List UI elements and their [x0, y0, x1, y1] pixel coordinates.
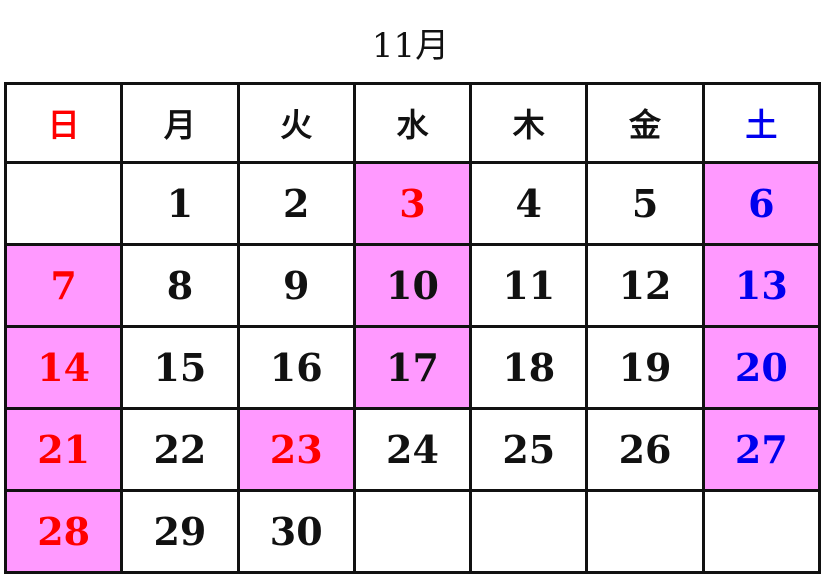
day-number: 12 [618, 263, 672, 308]
calendar-title: 11月 [371, 26, 450, 66]
week-row: 14 15 16 17 18 19 20 [3, 325, 821, 410]
day-number: 27 [734, 427, 788, 472]
day-number: 13 [734, 263, 788, 308]
day-number: 14 [37, 345, 91, 390]
day-cell: 19 [585, 325, 705, 410]
day-number: 22 [153, 427, 207, 472]
week-row: 7 8 9 10 11 12 13 [3, 243, 821, 328]
weekday-label: 木 [512, 106, 545, 144]
day-cell: 18 [469, 325, 589, 410]
day-cell: 22 [120, 407, 240, 492]
day-cell: 21 [3, 407, 124, 492]
day-cell: 2 [236, 161, 356, 246]
day-number: 5 [631, 181, 659, 226]
day-number: 16 [269, 345, 323, 390]
day-number: 1 [166, 181, 194, 226]
day-cell: 27 [701, 407, 821, 492]
day-cell: 8 [120, 243, 240, 328]
day-cell: 15 [120, 325, 240, 410]
day-cell: 13 [701, 243, 821, 328]
empty-day-cell [3, 161, 124, 246]
week-row: 21 22 23 24 25 26 27 [3, 407, 821, 492]
weekday-label: 月 [163, 106, 196, 144]
weekday-label: 土 [745, 106, 778, 144]
weekday-header-cell: 火 [236, 82, 356, 164]
weekday-header-cell: 土 [701, 82, 821, 164]
day-number: 18 [502, 345, 556, 390]
day-number: 25 [502, 427, 556, 472]
weekday-label: 日 [47, 106, 80, 144]
day-cell: 16 [236, 325, 356, 410]
day-cell: 3 [352, 161, 473, 246]
weekday-header-cell: 木 [469, 82, 589, 164]
week-row: 1 2 3 4 5 6 [3, 161, 821, 246]
weekday-header-cell: 月 [120, 82, 240, 164]
empty-day-cell [352, 489, 473, 574]
day-cell: 10 [352, 243, 473, 328]
day-number: 6 [748, 181, 775, 226]
day-cell: 30 [236, 489, 356, 574]
day-cell: 5 [585, 161, 705, 246]
day-number: 23 [269, 427, 323, 472]
day-cell: 28 [3, 489, 124, 574]
day-number: 28 [37, 509, 91, 554]
day-number: 15 [153, 345, 207, 390]
day-cell: 1 [120, 161, 240, 246]
day-cell: 7 [3, 243, 124, 328]
day-cell: 12 [585, 243, 705, 328]
day-number: 30 [269, 509, 323, 554]
weekday-header-cell: 金 [585, 82, 705, 164]
day-number: 4 [515, 181, 542, 226]
day-number: 20 [734, 345, 788, 390]
day-number: 3 [399, 181, 426, 226]
week-row: 28 29 30 [3, 489, 821, 574]
day-number: 17 [386, 345, 439, 390]
empty-day-cell [701, 489, 821, 574]
day-cell: 23 [236, 407, 356, 492]
day-cell: 26 [585, 407, 705, 492]
weekday-label: 火 [280, 106, 313, 144]
day-number: 9 [282, 263, 310, 308]
day-number: 11 [502, 263, 556, 308]
day-number: 26 [618, 427, 672, 472]
day-cell: 9 [236, 243, 356, 328]
day-cell: 20 [701, 325, 821, 410]
day-cell: 17 [352, 325, 473, 410]
day-number: 21 [37, 427, 91, 472]
weekday-header-cell: 水 [352, 82, 473, 164]
day-number: 8 [166, 263, 194, 308]
day-number: 19 [618, 345, 672, 390]
day-number: 29 [153, 509, 207, 554]
weekday-label: 金 [629, 106, 662, 144]
day-number: 2 [282, 181, 310, 226]
day-cell: 25 [469, 407, 589, 492]
empty-day-cell [469, 489, 589, 574]
day-number: 24 [386, 427, 439, 472]
day-cell: 4 [469, 161, 589, 246]
empty-day-cell [585, 489, 705, 574]
day-cell: 14 [3, 325, 124, 410]
day-number: 10 [386, 263, 439, 308]
weekday-label: 水 [396, 106, 429, 144]
day-cell: 24 [352, 407, 473, 492]
day-cell: 29 [120, 489, 240, 574]
day-cell: 11 [469, 243, 589, 328]
weekday-header-row: 日月火水木金土 [3, 82, 821, 164]
day-number: 7 [50, 263, 77, 308]
day-cell: 6 [701, 161, 821, 246]
weekday-header-cell: 日 [3, 82, 124, 164]
